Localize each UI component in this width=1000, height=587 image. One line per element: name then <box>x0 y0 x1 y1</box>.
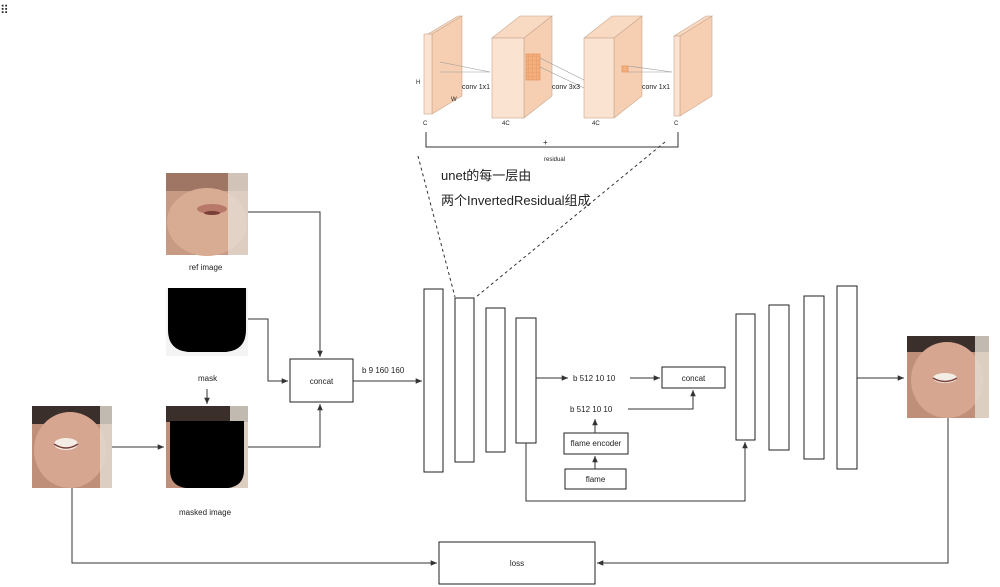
loss-box <box>438 541 596 585</box>
concat-output-shape: b 9 160 160 <box>362 366 405 375</box>
note-line-2: 两个InvertedResidual组成 <box>441 193 591 208</box>
unet-decoder <box>735 285 858 470</box>
corner-mark-icon: ⠿ <box>0 3 9 17</box>
conv1x1-out-label: conv 1x1 <box>642 84 670 91</box>
mask-label: mask <box>198 374 218 383</box>
zoom-line-left <box>417 155 456 298</box>
note-line-1: unet的每一层由 <box>441 168 531 183</box>
flame-encoder-box <box>563 432 629 455</box>
ref-image <box>166 173 248 256</box>
input-concat-box <box>289 358 354 403</box>
flame-to-concat-arrow <box>628 390 696 410</box>
mid-concat-label: concat <box>682 374 706 383</box>
output-image <box>907 336 989 418</box>
encoder-layer-2 <box>454 297 475 463</box>
c-mid2-label: 4C <box>592 121 600 127</box>
ref-image-label: ref image <box>189 263 223 272</box>
c-in-label: C <box>423 121 428 127</box>
mask-image <box>166 288 248 356</box>
flame-shape: b 512 10 10 <box>570 405 613 414</box>
inverted-residual-illustration: H W conv 1x1 C conv 3x3 4C conv 1x1 4C <box>416 15 714 163</box>
feature-slab-4c-a <box>491 15 553 119</box>
unet-encoder <box>423 288 537 473</box>
zoom-line-right <box>475 141 666 298</box>
loss-label: loss <box>510 559 524 568</box>
skip-connection-arrow <box>525 442 748 502</box>
encoder-layer-3 <box>485 307 506 453</box>
masked-image <box>166 406 248 488</box>
encoder-layer-1 <box>423 288 444 473</box>
conv3x3-label: conv 3x3 <box>552 84 580 91</box>
source-image <box>32 406 112 488</box>
masked-image-label: masked image <box>179 508 232 517</box>
decoder-layer-3 <box>803 295 825 460</box>
mid-concat-box <box>661 366 726 389</box>
flame-encoder-label: flame encoder <box>571 439 622 448</box>
feature-slab-4c-b <box>583 15 643 119</box>
output-to-loss-arrow <box>597 418 949 566</box>
source-to-loss-arrow <box>71 488 437 566</box>
flame-label: flame <box>586 475 606 484</box>
mask-to-concat-arrow <box>248 318 288 384</box>
c-out-label: C <box>674 121 679 127</box>
feature-slab-c-in <box>423 15 464 115</box>
w-label: W <box>451 97 457 103</box>
residual-label: residual <box>544 157 565 163</box>
c-mid1-label: 4C <box>502 121 510 127</box>
residual-connection <box>425 132 679 148</box>
h-label: H <box>416 80 420 86</box>
conv1x1-label: conv 1x1 <box>462 84 490 91</box>
bottleneck-shape: b 512 10 10 <box>573 374 616 383</box>
decoder-layer-2 <box>768 304 790 451</box>
decoder-layer-4 <box>836 285 858 470</box>
decoder-layer-1 <box>735 313 756 441</box>
ref-to-concat-arrow <box>248 211 323 357</box>
plus-label: + <box>543 138 548 147</box>
encoder-layer-4 <box>515 317 537 444</box>
input-concat-label: concat <box>310 377 334 386</box>
feature-slab-c-out <box>672 15 714 117</box>
masked-to-concat-arrow <box>248 404 323 448</box>
